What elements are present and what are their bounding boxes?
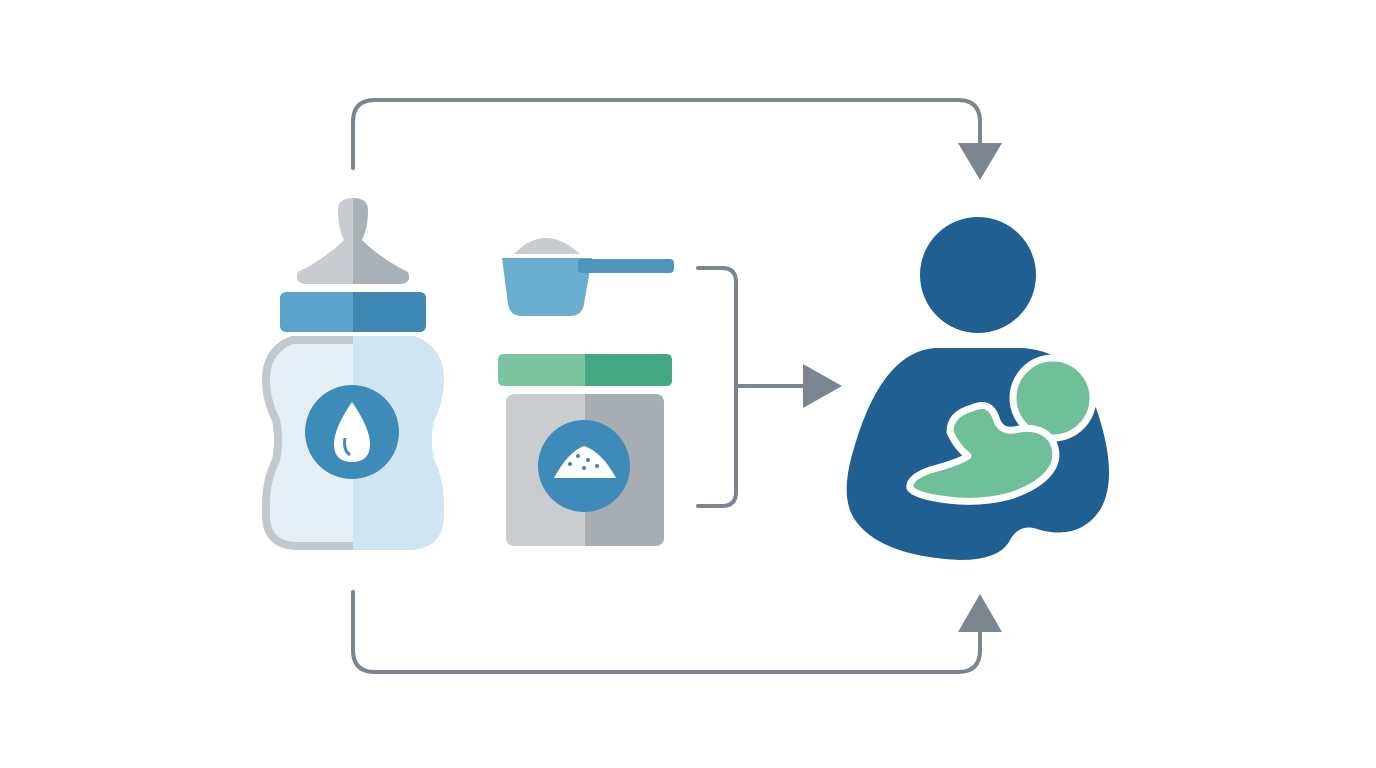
bottom-arrowhead bbox=[958, 594, 1002, 632]
caregiver-head bbox=[920, 217, 1036, 333]
baby-body bbox=[906, 402, 1060, 505]
formula-scoop-icon bbox=[502, 238, 674, 316]
bottle-cap bbox=[280, 292, 426, 332]
baby-bottle-icon bbox=[261, 198, 445, 550]
caregiver-holding-baby-icon bbox=[846, 217, 1109, 560]
bottle-nipple bbox=[296, 198, 410, 284]
bracket-arrowhead bbox=[803, 364, 842, 408]
top-arrowhead bbox=[958, 143, 1002, 180]
baby-figure bbox=[906, 354, 1097, 505]
water-drop-icon bbox=[305, 385, 399, 479]
scoop-handle bbox=[578, 259, 674, 273]
bracket-connector bbox=[696, 266, 738, 508]
scoop-cup bbox=[502, 258, 592, 316]
powder-icon bbox=[538, 420, 630, 512]
scoop-powder-mound bbox=[514, 238, 580, 254]
bottom-loop-arrow bbox=[351, 590, 982, 674]
top-loop-arrow bbox=[351, 98, 982, 170]
formula-container-icon bbox=[498, 354, 672, 546]
connectors bbox=[351, 98, 1002, 674]
